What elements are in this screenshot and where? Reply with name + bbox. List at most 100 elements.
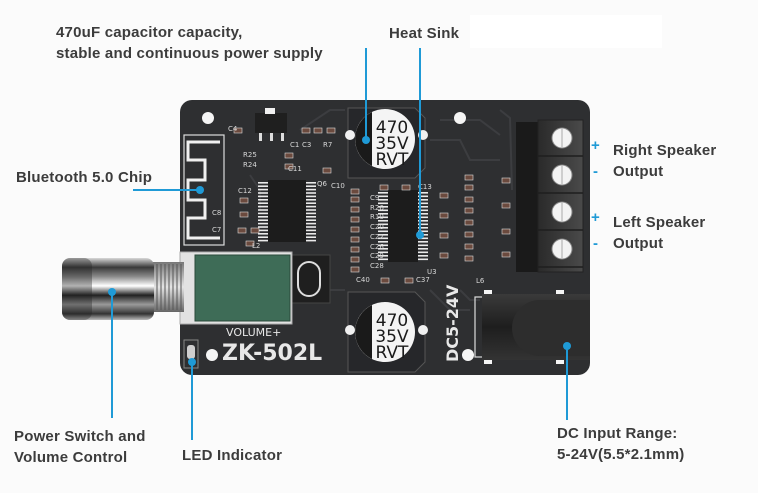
volume-knob <box>62 258 184 320</box>
power-switch-callout: Power Switch and Volume Control <box>14 426 146 468</box>
smd-component <box>501 251 511 258</box>
silk-reference: R24 <box>243 161 257 169</box>
ic-pin <box>418 220 428 222</box>
led-callout: LED Indicator <box>182 447 283 464</box>
smd-component <box>439 252 449 259</box>
ic-pin <box>258 212 268 215</box>
ic-pin <box>258 216 268 218</box>
power-switch-callout-line1: Power Switch and <box>14 428 146 445</box>
mounting-hole <box>462 349 474 361</box>
ic-pin <box>378 248 388 250</box>
smd-component <box>313 127 323 134</box>
ic-pin <box>378 213 388 215</box>
ic-pin <box>378 251 388 254</box>
smd-component <box>350 266 360 273</box>
smd-component <box>350 188 360 195</box>
electrolytic-capacitor-top: 470 35V RVT <box>345 107 428 179</box>
smd-component <box>464 184 474 191</box>
ic-pin <box>418 248 428 250</box>
power-switch-callout-line2: Volume Control <box>14 449 128 466</box>
capacitor-callout: 470uF capacitor capacity, stable and con… <box>56 22 323 64</box>
bluetooth-callout: Bluetooth 5.0 Chip <box>16 169 153 186</box>
ic-pin <box>418 258 428 261</box>
ic-pin <box>258 233 268 235</box>
silk-reference: C11 <box>288 165 302 173</box>
dc-input-callout-line1: DC Input Range: <box>557 425 678 442</box>
background-patch <box>470 15 662 48</box>
ic-pin <box>418 192 428 194</box>
smd-component <box>380 277 390 284</box>
smd-component <box>301 127 311 134</box>
right-speaker-callout-line1: Right Speaker <box>613 142 717 159</box>
ic-pin <box>378 202 388 205</box>
smd-component <box>464 174 474 181</box>
ic-pin <box>306 226 316 228</box>
silk-reference: C26 <box>370 243 384 251</box>
capacitor-voltage: 35V <box>375 327 409 347</box>
ic-pin <box>418 209 428 212</box>
mounting-hole <box>454 112 466 124</box>
callout-lines <box>111 48 568 440</box>
ic-pin <box>378 209 388 212</box>
potentiometer <box>179 251 293 325</box>
ic-pin <box>258 229 268 232</box>
silk-reference: C4 <box>228 125 238 133</box>
silk-reference: C28 <box>370 262 384 270</box>
ic-pin <box>258 236 268 238</box>
ic-pin <box>306 229 316 232</box>
ic-pin <box>258 188 268 191</box>
silk-reference: C40 <box>356 276 370 284</box>
ic-pin <box>258 209 268 211</box>
smd-component <box>350 236 360 243</box>
smd-component <box>501 177 511 184</box>
silk-reference: C1 <box>290 141 299 149</box>
ic-pin <box>306 212 316 215</box>
ic-pin <box>258 239 268 242</box>
smd-component <box>464 243 474 250</box>
ic-pin <box>418 241 428 243</box>
silk-reference: R10 <box>370 213 384 221</box>
capacitor-callout-line2: stable and continuous power supply <box>56 45 323 62</box>
silk-reference: C37 <box>416 276 430 284</box>
right-speaker-callout-line2: Output <box>613 163 664 180</box>
smd-component <box>350 206 360 213</box>
ic-pin <box>306 192 316 194</box>
mounting-hole <box>206 349 218 361</box>
capacitor-value: 470 <box>376 118 408 138</box>
ic-pin <box>306 236 316 238</box>
ic-pin <box>258 195 268 198</box>
dc-input-callout: DC Input Range: 5-24V(5.5*2.1mm) <box>557 423 684 465</box>
silk-reference: R26 <box>370 204 384 212</box>
ic-pin <box>418 199 428 201</box>
bluetooth-chip <box>258 180 316 242</box>
ic-pin <box>306 239 316 242</box>
ic-pin <box>418 195 428 198</box>
silk-reference: C9 <box>370 194 379 202</box>
crystal-oscillator <box>289 254 331 304</box>
thread-ridge <box>160 264 162 310</box>
ic-pin <box>378 195 388 198</box>
silk-reference: C8 <box>212 209 221 217</box>
smd-component <box>501 202 511 209</box>
ic-pin <box>418 244 428 247</box>
thread-ridge <box>168 264 170 310</box>
ic-pin <box>258 222 268 225</box>
smd-component <box>401 184 411 191</box>
ic-pin <box>378 255 388 257</box>
ic-pin <box>258 199 268 201</box>
smd-component <box>326 127 336 134</box>
smd-component <box>350 256 360 263</box>
ic-pin <box>306 199 316 201</box>
thread-ridge <box>172 264 174 310</box>
ic-pin <box>378 227 388 229</box>
smd-component <box>239 197 249 204</box>
thread-ridge <box>164 264 166 310</box>
capacitor-series: RVT <box>376 343 410 363</box>
ic-pin <box>418 216 428 219</box>
ic-pin <box>418 223 428 226</box>
amplifier-ic <box>378 190 428 262</box>
ic-pin <box>418 202 428 205</box>
silk-reference: U3 <box>427 268 437 276</box>
ic-pin <box>378 206 388 208</box>
right-speaker-callout: Right Speaker Output <box>613 140 716 182</box>
